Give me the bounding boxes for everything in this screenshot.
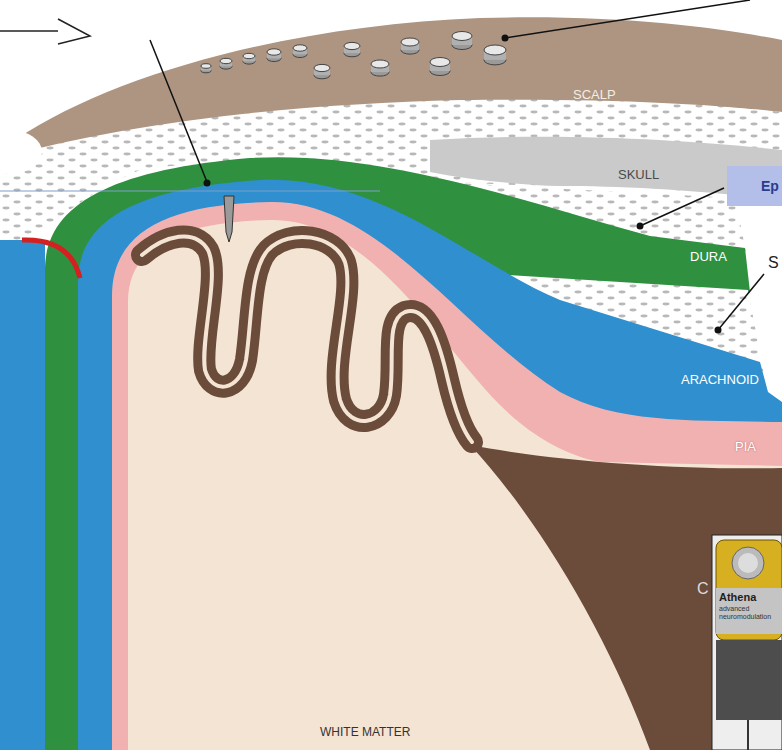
grey-matter-block xyxy=(470,445,782,750)
tag-text: Ep xyxy=(761,178,779,194)
electrode xyxy=(243,53,255,64)
region-tag: Ep xyxy=(727,166,782,206)
electrode xyxy=(267,49,281,62)
electrode xyxy=(344,42,360,56)
layer-label: WHITE MATTER xyxy=(320,726,410,740)
scalp-electrodes xyxy=(201,32,506,79)
pia-layer xyxy=(112,202,782,750)
leader-line xyxy=(505,0,750,38)
penetrating-electrode xyxy=(224,196,234,242)
layer-label: DURA xyxy=(690,250,727,265)
layer-label: SKULL xyxy=(618,168,659,183)
red-arc xyxy=(22,240,80,278)
layer-label: C xyxy=(697,580,709,598)
leader-line xyxy=(718,274,764,330)
device-text: Athena xyxy=(719,591,756,604)
electrode xyxy=(371,60,389,76)
leader-line xyxy=(640,188,724,226)
electrode xyxy=(452,32,472,50)
leader-line xyxy=(150,40,207,182)
guide-line xyxy=(0,191,380,192)
space-label: S xyxy=(768,254,779,272)
gyri xyxy=(142,236,472,442)
layer-label: ARACHNOID xyxy=(681,373,759,388)
leader-dot xyxy=(204,180,211,187)
device-photo xyxy=(712,535,782,750)
white-patch xyxy=(0,130,42,174)
leader-dot xyxy=(502,35,509,42)
leader-dot xyxy=(715,327,722,334)
arachnoid-layer xyxy=(78,180,782,750)
gyri-core xyxy=(142,236,472,442)
pointer-symbol xyxy=(0,19,90,44)
white-matter xyxy=(128,220,782,750)
electrode xyxy=(430,58,450,76)
device-text: advanced xyxy=(719,605,749,613)
electrode xyxy=(484,45,506,65)
leader-dot xyxy=(637,223,644,230)
layer-label: SCALP xyxy=(573,88,616,103)
device-text: neuromodulation xyxy=(719,613,771,621)
electrode xyxy=(201,64,211,73)
electrode xyxy=(401,38,419,54)
layer-label: PIA xyxy=(735,440,756,455)
electrode xyxy=(220,58,232,69)
side-band xyxy=(0,240,45,750)
electrode xyxy=(293,45,307,58)
electrode xyxy=(314,64,330,78)
